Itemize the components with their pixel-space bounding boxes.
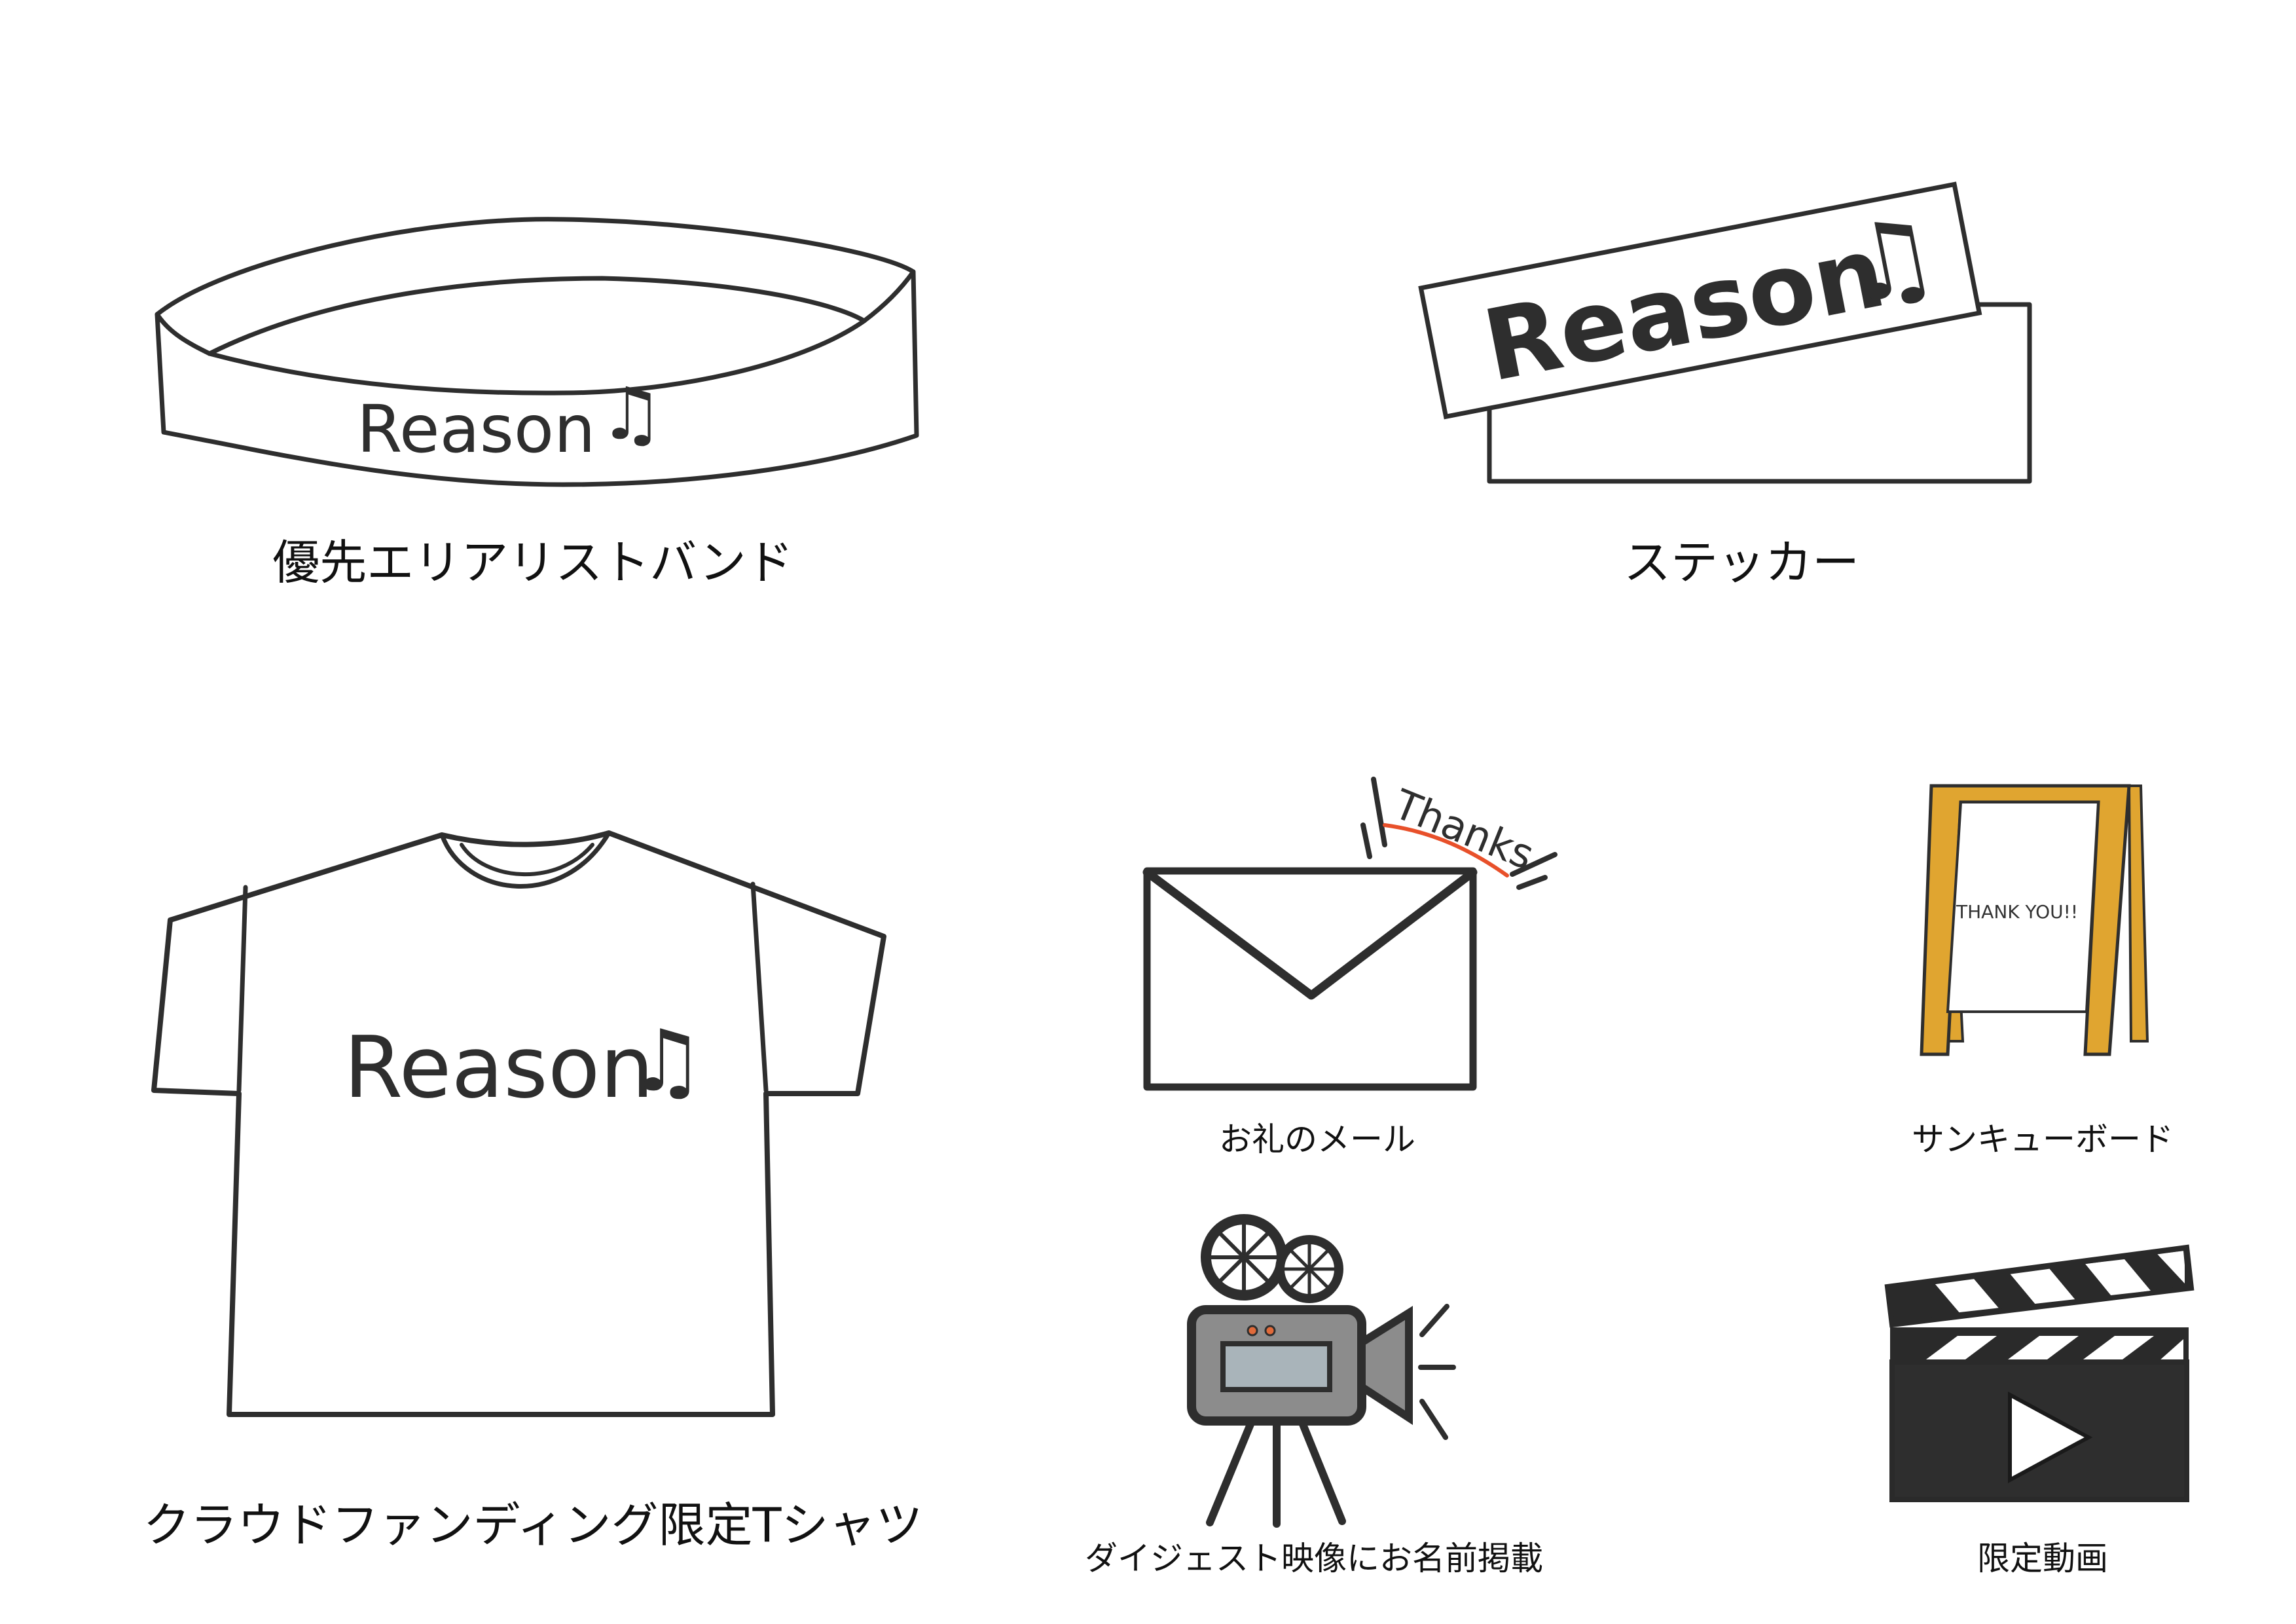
tshirt-icon: Reason ♫ bbox=[151, 830, 886, 1417]
limited-video-label: 限定動画 bbox=[1977, 1540, 2108, 1578]
thanks-badge-text: Thanks bbox=[1387, 780, 1540, 879]
thanks-mail-label: お礼のメール bbox=[1219, 1120, 1415, 1158]
clapperboard-icon bbox=[1884, 1244, 2195, 1502]
tshirt-print-text: Reason bbox=[344, 1018, 654, 1117]
wristband-print-text: Reason bbox=[357, 391, 595, 468]
sticker-label: ステッカー bbox=[1623, 535, 1860, 590]
svg-text:♫: ♫ bbox=[1832, 191, 1948, 329]
sticker-icon: Reason ♫ bbox=[1418, 181, 2032, 484]
envelope-icon: Thanks bbox=[1142, 777, 1558, 1091]
board-text: THANK YOU!! bbox=[1956, 901, 2078, 923]
digest-video-label: ダイジェスト映像にお名前掲載 bbox=[1085, 1540, 1543, 1578]
svg-text:♫: ♫ bbox=[629, 1011, 705, 1111]
wristband-icon: Reason ♫ bbox=[155, 217, 919, 487]
wristband-label: 優先エリアリストバンド bbox=[272, 535, 793, 590]
a-frame-board-icon: THANK YOU!! bbox=[1920, 784, 2149, 1056]
thank-you-board-label: サンキューボード bbox=[1912, 1120, 2174, 1158]
svg-text:♫: ♫ bbox=[599, 372, 664, 456]
tshirt-label: クラウドファンディング限定Tシャツ bbox=[143, 1498, 923, 1553]
movie-camera-icon bbox=[1187, 1214, 1456, 1528]
